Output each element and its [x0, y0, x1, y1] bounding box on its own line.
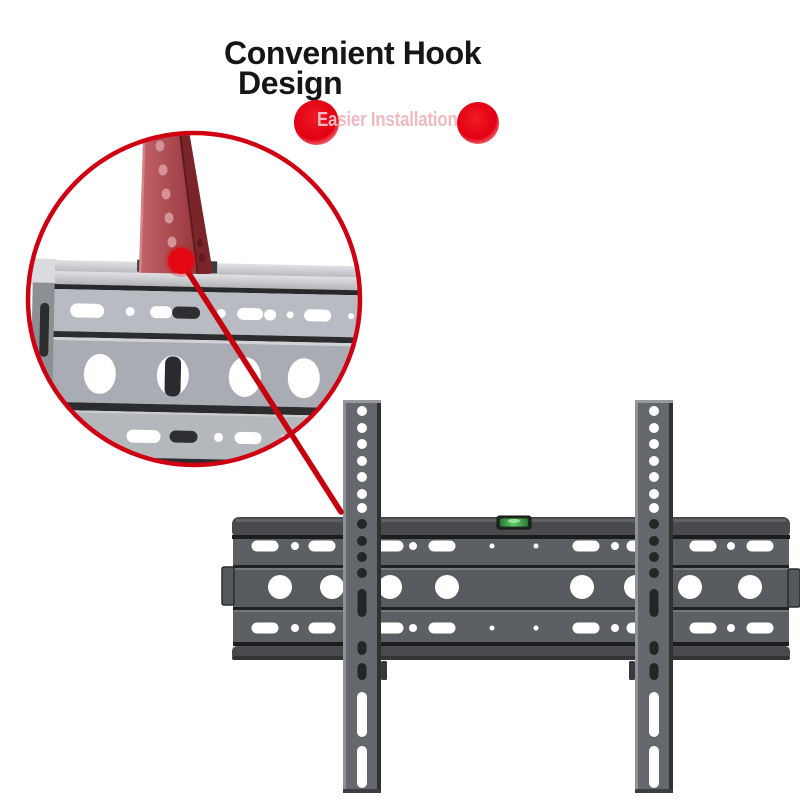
title-line-1: Convenient Hook [224, 35, 482, 71]
zoomed-wall-plate-front [50, 270, 358, 463]
badge-label: Easier Installation [317, 109, 458, 131]
callout-line [185, 269, 344, 515]
badge-dot-right-icon [457, 102, 499, 144]
magnifier-ring [25, 130, 363, 468]
wall-plate-right-tab [787, 568, 800, 608]
hook-marker-dot [168, 248, 194, 274]
left-bracket-hook-tab [381, 661, 387, 680]
right-tv-bracket [635, 400, 673, 793]
badge-dot-left-icon [294, 100, 339, 145]
title-line-2: Design [238, 65, 343, 101]
wall-plate-left-tab [221, 566, 235, 606]
wall-plate [221, 515, 800, 660]
zoomed-hook [138, 135, 213, 277]
bubble-level [496, 515, 532, 530]
left-tv-bracket [343, 400, 381, 793]
page-title: Convenient Hook Design [224, 35, 482, 101]
right-bracket-hook-tab [629, 661, 635, 680]
wall-plate-large-holes [268, 575, 762, 599]
